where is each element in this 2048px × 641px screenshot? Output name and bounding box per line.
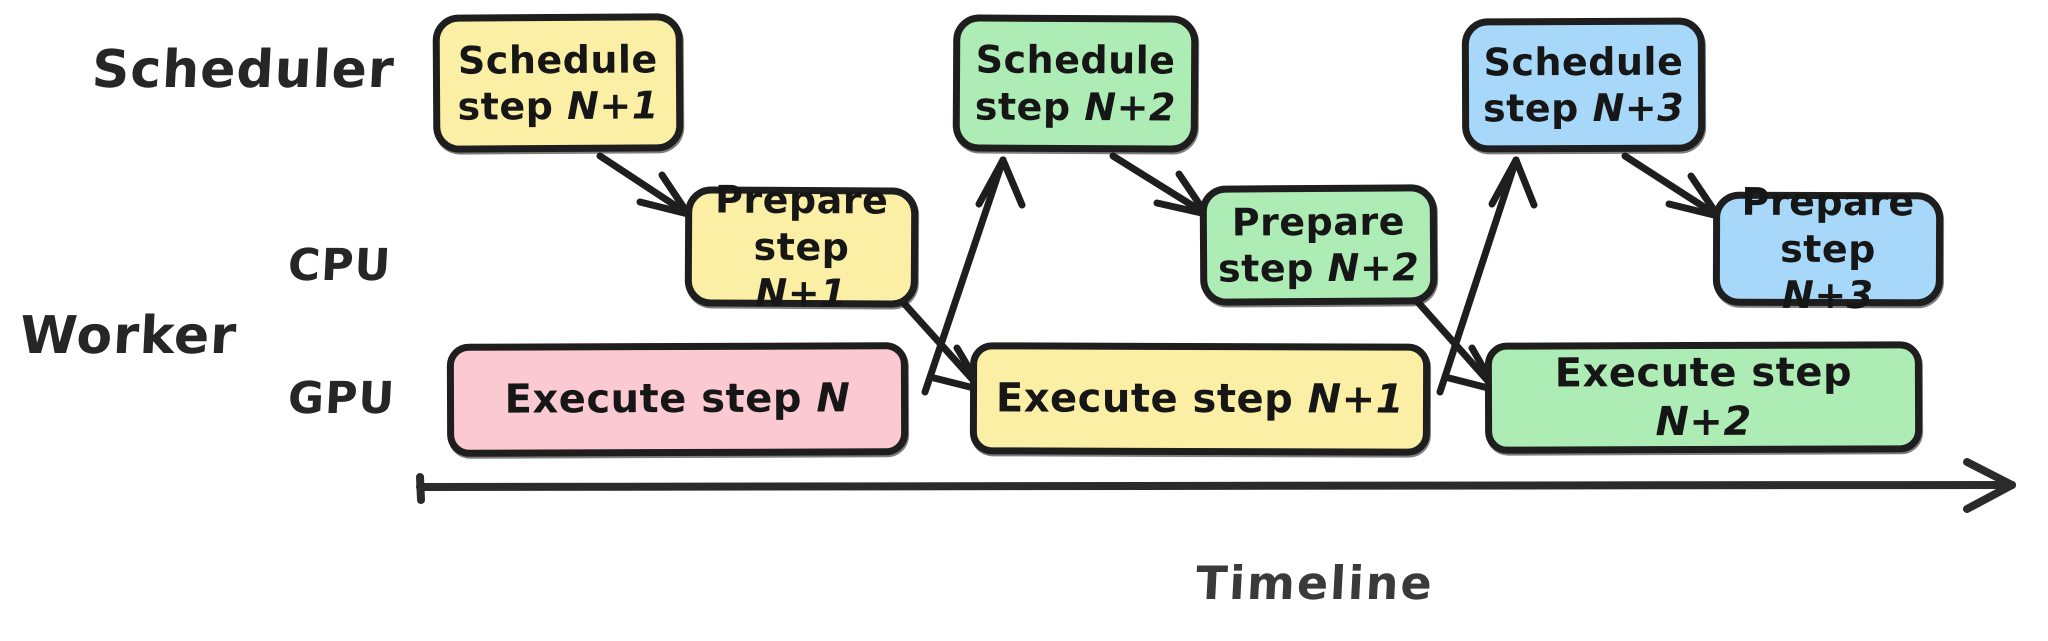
node-schedule-step-n2[interactable]: Schedule step N+2: [952, 14, 1199, 153]
lane-label-scheduler: Scheduler: [90, 40, 397, 100]
node-emph: N+2: [1655, 398, 1752, 445]
node-line2: step: [753, 224, 850, 270]
node-emph: N+2: [1084, 84, 1177, 130]
node-line2: step: [1780, 226, 1876, 271]
node-schedule-step-n1[interactable]: Schedule step N+1: [432, 13, 684, 153]
node-line2: step: [457, 83, 568, 129]
node-line1: Schedule: [1483, 39, 1684, 84]
node-execute-step-n[interactable]: Execute step N: [446, 342, 909, 457]
node-prepare-step-n1[interactable]: Prepare step N+1: [684, 178, 919, 315]
edge-sched-n2-to-prep-n2: [1109, 152, 1210, 218]
lane-label-cpu: CPU: [286, 240, 393, 291]
node-line1: Prepare: [1741, 180, 1915, 225]
lane-label-gpu: GPU: [286, 373, 397, 424]
lane-label-worker: Worker: [18, 306, 239, 366]
node-line1: Prepare: [1231, 199, 1406, 245]
node-execute-step-n1[interactable]: Execute step N+1: [969, 342, 1431, 456]
node-prepare-step-n3[interactable]: Prepare step N+3: [1712, 180, 1944, 317]
node-emph: N+3: [1781, 273, 1874, 318]
node-prepare-step-n2[interactable]: Prepare step N+2: [1199, 184, 1438, 306]
node-execute-step-n2[interactable]: Execute step N+2: [1484, 341, 1923, 454]
node-emph: N+1: [755, 270, 848, 316]
node-emph: N+2: [1327, 245, 1420, 290]
node-emph: N+1: [566, 83, 659, 128]
node-schedule-step-n3[interactable]: Schedule step N+3: [1461, 17, 1706, 153]
node-line1: Prepare: [715, 178, 889, 223]
node-line1: Execute step: [995, 374, 1308, 422]
node-emph: N+3: [1592, 85, 1685, 130]
node-emph: N+1: [1307, 375, 1405, 423]
edge-sched-n1-to-prep-n1: [596, 152, 692, 218]
node-line2: step: [1217, 245, 1328, 291]
edge-sched-n3-to-prep-n3: [1621, 152, 1722, 220]
node-line2: step: [1482, 85, 1593, 131]
node-line1: Schedule: [975, 37, 1176, 83]
timeline-axis-label: Timeline: [1194, 556, 1436, 610]
node-line1: Schedule: [457, 37, 658, 83]
node-emph: N: [816, 375, 851, 422]
node-line1: Execute step: [1554, 349, 1853, 397]
node-line1: Execute step: [504, 375, 817, 423]
node-line2: step: [974, 83, 1085, 129]
